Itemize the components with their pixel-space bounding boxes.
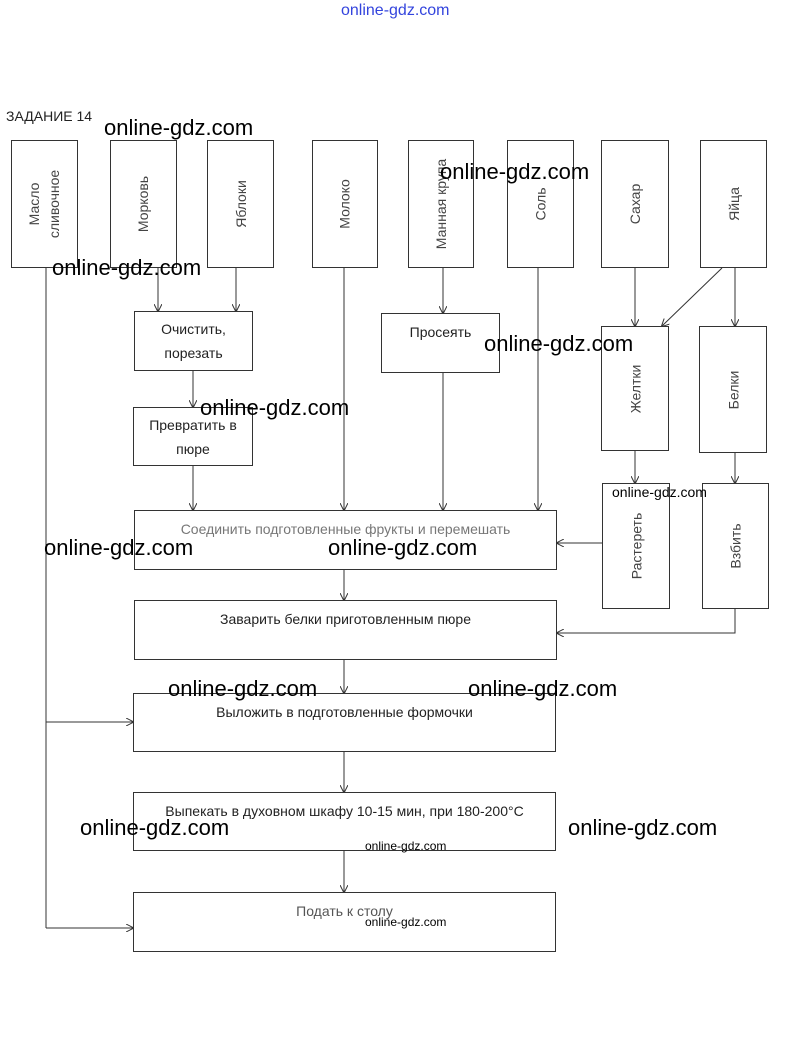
watermark: online-gdz.com	[200, 395, 350, 420]
step-lay: Выложить в подготовленные формочки	[133, 693, 556, 752]
step-grind: Растереть	[602, 483, 670, 609]
watermark: online-gdz.com	[440, 159, 590, 184]
step-combine: Соединить подготовленные фрукты и переме…	[134, 510, 557, 570]
step-serve: Подать к столу	[133, 892, 556, 952]
task-title: ЗАДАНИЕ 14	[6, 108, 93, 124]
step-puree: Превратить в пюре	[133, 407, 253, 466]
watermark: online-gdz.com	[80, 815, 230, 840]
step-bake: Выпекать в духовном шкафу 10-15 мин, при…	[133, 792, 556, 851]
ingredient-salt: Соль	[507, 140, 574, 268]
ingredient-eggs: Яйца	[700, 140, 767, 268]
watermark: online-gdz.com	[168, 676, 318, 701]
watermark: online-gdz.com	[328, 535, 478, 560]
ingredient-apples: Яблоки	[207, 140, 274, 268]
step-whip: Взбить	[702, 483, 769, 609]
watermark: online-gdz.com	[484, 331, 634, 356]
watermark: online-gdz.com	[568, 815, 718, 840]
ingredient-butter: Масло сливочное	[11, 140, 78, 268]
watermark: online-gdz.com	[104, 115, 254, 140]
watermark: online-gdz.com	[612, 484, 707, 500]
watermark: online-gdz.com	[365, 915, 447, 929]
watermark: online-gdz.com	[468, 676, 618, 701]
step-brew: Заварить белки приготовленным пюре	[134, 600, 557, 660]
step-sift: Просеять	[381, 313, 500, 373]
watermark: online-gdz.com	[365, 839, 447, 853]
watermark: online-gdz.com	[52, 255, 202, 280]
step-yolks: Желтки	[601, 326, 669, 451]
step-clean: Очистить, порезать	[134, 311, 253, 371]
ingredient-semolina: Манная крупа	[408, 140, 474, 268]
watermark: online-gdz.com	[44, 535, 194, 560]
step-whites: Белки	[699, 326, 767, 453]
ingredient-sugar: Сахар	[601, 140, 669, 268]
ingredient-milk: Молоко	[312, 140, 378, 268]
ingredient-carrot: Морковь	[110, 140, 177, 268]
watermark[interactable]: online-gdz.com	[341, 2, 450, 19]
